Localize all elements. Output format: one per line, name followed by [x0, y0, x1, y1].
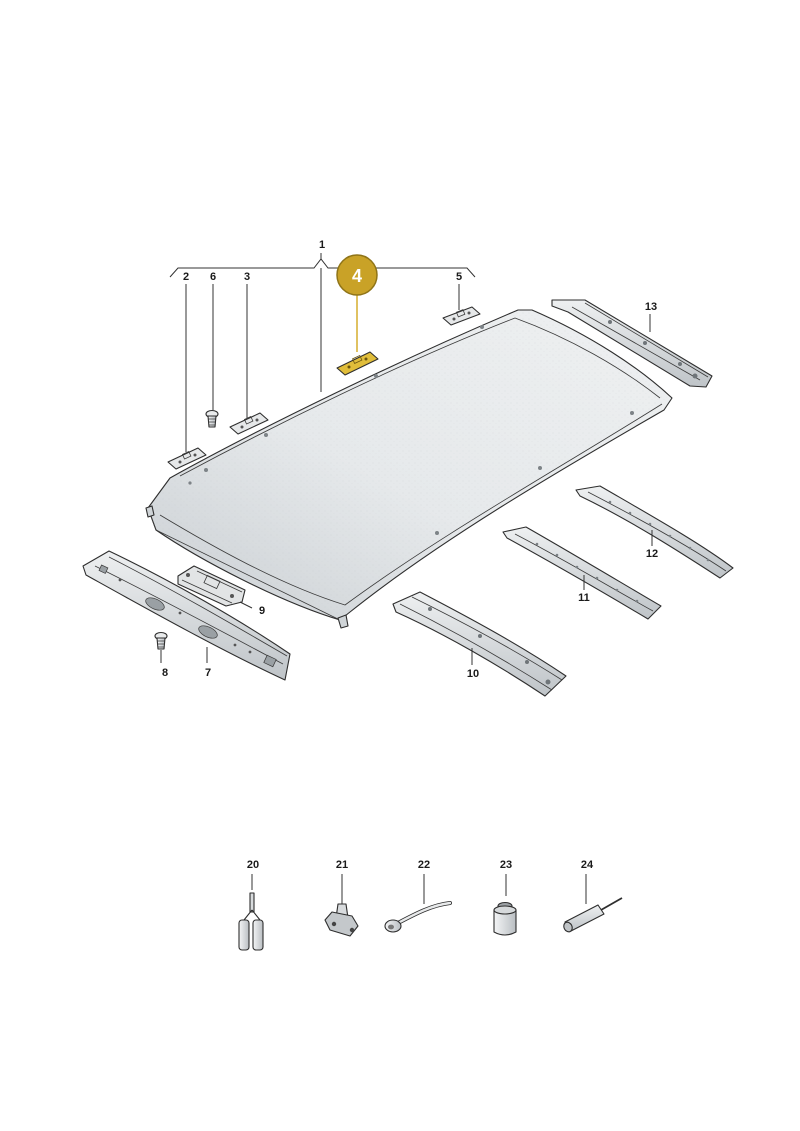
label-10: 10: [467, 668, 479, 680]
label-5: 5: [456, 271, 462, 283]
rail-part-11[interactable]: [502, 526, 662, 620]
highlight-badge-4[interactable]: 4: [336, 254, 378, 296]
accessory-part-21[interactable]: [324, 874, 359, 937]
label-21: 21: [336, 859, 348, 871]
accessory-part-23[interactable]: [493, 874, 517, 936]
clip-part-5[interactable]: [442, 306, 481, 326]
label-24: 24: [581, 859, 594, 871]
bolt-part-6[interactable]: [205, 409, 219, 428]
label-8: 8: [162, 667, 168, 679]
group-bracket-1: [169, 253, 476, 278]
crossmember-part-7[interactable]: [82, 550, 291, 681]
label-22: 22: [418, 859, 430, 871]
accessory-part-22[interactable]: [384, 874, 452, 933]
label-11: 11: [578, 592, 590, 604]
bracket-part-9[interactable]: [177, 565, 246, 607]
label-4: 4: [352, 266, 362, 286]
label-1: 1: [319, 239, 325, 251]
label-2: 2: [183, 271, 189, 283]
accessory-part-20[interactable]: [238, 874, 264, 951]
label-7: 7: [205, 667, 211, 679]
roof-panel[interactable]: [145, 309, 673, 629]
leader-lines: [160, 268, 653, 665]
rail-part-10[interactable]: [392, 591, 567, 697]
label-13: 13: [645, 301, 657, 313]
label-3: 3: [244, 271, 250, 283]
clip-part-2[interactable]: [167, 447, 207, 470]
label-23: 23: [500, 859, 512, 871]
label-20: 20: [247, 859, 259, 871]
part-labels: 1 2 6 3 5 13 12 11 10 9 8 7 20 21 22 23 …: [162, 239, 658, 871]
clip-part-3[interactable]: [229, 412, 269, 435]
accessory-part-24[interactable]: [562, 874, 623, 933]
clip-part-4-highlighted[interactable]: [336, 351, 379, 376]
rail-part-12[interactable]: [575, 485, 734, 579]
label-6: 6: [210, 271, 216, 283]
rail-part-13[interactable]: [551, 299, 713, 388]
label-12: 12: [646, 548, 658, 560]
screw-part-8[interactable]: [154, 631, 168, 650]
label-9: 9: [259, 605, 265, 617]
roof-mounting-holes: [188, 325, 634, 535]
